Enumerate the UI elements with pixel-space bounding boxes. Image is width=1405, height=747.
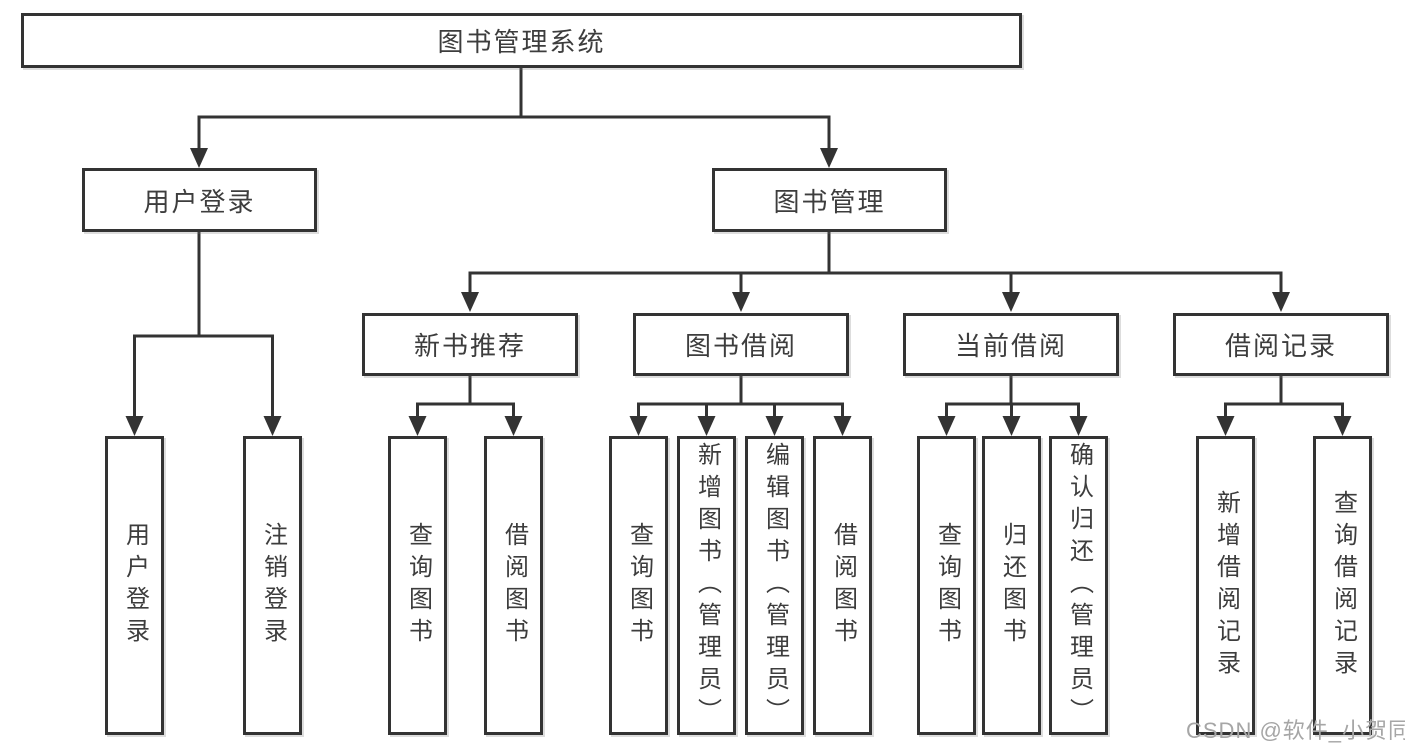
arrowhead-icon	[697, 416, 716, 436]
connector-path	[945, 375, 1080, 420]
node-new-book-recommendation: 新书推荐	[362, 313, 578, 376]
node-label: 借阅记录	[1224, 331, 1337, 361]
leaf-edit-book-admin: 编辑图书（管理员）	[745, 436, 804, 735]
arrowhead-icon	[263, 416, 282, 436]
connector-bookmgmt-to-level3	[468, 232, 1283, 294]
leaf-label: 查询借阅记录	[1329, 489, 1357, 682]
leaf-label: 查询图书	[933, 521, 961, 650]
arrowhead-icon	[1002, 292, 1020, 312]
node-label: 图书借阅	[684, 331, 797, 361]
leaf-label: 用户登录	[121, 521, 149, 650]
leaf-label: 编辑图书（管理员）	[761, 441, 789, 730]
leaf-query-borrow-record: 查询借阅记录	[1313, 436, 1372, 735]
leaf-label: 确认归还（管理员）	[1065, 441, 1093, 730]
connector-path	[416, 375, 515, 420]
leaf-label: 借阅图书	[500, 521, 528, 650]
leaf-add-book-admin: 新增图书（管理员）	[677, 436, 736, 735]
arrowhead-icon	[125, 416, 144, 436]
leaf-confirm-return-admin: 确认归还（管理员）	[1049, 436, 1108, 735]
leaf-return-books: 归还图书	[982, 436, 1041, 735]
connector-borrowing-to-leaves	[637, 375, 844, 420]
node-borrowing-records: 借阅记录	[1173, 313, 1389, 376]
connector-current-to-leaves	[945, 375, 1080, 420]
node-label: 当前借阅	[954, 331, 1067, 361]
connector-userlogin-to-leaves	[133, 232, 274, 420]
node-label: 用户登录	[143, 186, 256, 217]
leaf-label: 查询图书	[404, 521, 432, 650]
connector-path	[197, 68, 831, 150]
node-book-management: 图书管理	[712, 168, 947, 232]
arrowhead-icon	[629, 416, 648, 436]
arrowhead-icon	[732, 292, 750, 312]
leaf-query-books-borrowing: 查询图书	[609, 436, 668, 735]
leaf-add-borrow-record: 新增借阅记录	[1196, 436, 1255, 735]
connector-recommend-to-leaves	[416, 375, 515, 420]
csdn-watermark: CSDN @软件_小贺同学	[1186, 718, 1405, 743]
arrowhead-icon	[833, 416, 852, 436]
leaf-label: 查询图书	[625, 521, 653, 650]
leaf-query-books-recommend: 查询图书	[388, 436, 447, 735]
node-book-borrowing: 图书借阅	[633, 313, 849, 376]
arrowhead-icon	[408, 416, 427, 436]
arrowhead-icon	[820, 148, 838, 168]
leaf-label: 注销登录	[259, 521, 287, 650]
leaf-user-login: 用户登录	[105, 436, 164, 735]
arrowhead-icon	[1069, 416, 1088, 436]
node-label: 图书管理系统	[437, 27, 606, 57]
arrowhead-icon	[1272, 292, 1290, 312]
leaf-borrow-books-recommend: 借阅图书	[484, 436, 543, 735]
connector-path	[637, 375, 844, 420]
node-label: 新书推荐	[413, 331, 526, 361]
arrowhead-icon	[765, 416, 784, 436]
connector-root-to-level2	[197, 68, 831, 150]
leaf-label: 归还图书	[998, 521, 1026, 650]
leaf-label: 新增借阅记录	[1212, 489, 1240, 682]
arrowhead-icon	[937, 416, 956, 436]
connector-records-to-leaves	[1224, 375, 1344, 420]
leaf-query-books-current: 查询图书	[917, 436, 976, 735]
arrowhead-icon	[1333, 416, 1352, 436]
leaf-borrow-books-borrowing: 借阅图书	[813, 436, 872, 735]
arrowhead-icon	[461, 292, 479, 312]
connector-path	[468, 232, 1283, 294]
arrowhead-icon	[504, 416, 523, 436]
arrowhead-icon	[190, 148, 208, 168]
leaf-label: 新增图书（管理员）	[693, 441, 721, 730]
connector-path	[133, 232, 274, 420]
node-current-borrowing: 当前借阅	[903, 313, 1119, 376]
node-label: 图书管理	[773, 186, 886, 217]
arrowhead-icon	[1216, 416, 1235, 436]
node-user-login: 用户登录	[82, 168, 317, 232]
connector-path	[1224, 375, 1344, 420]
node-library-system: 图书管理系统	[21, 13, 1022, 68]
leaf-logout: 注销登录	[243, 436, 302, 735]
arrowhead-icon	[1002, 416, 1021, 436]
leaf-label: 借阅图书	[829, 521, 857, 650]
